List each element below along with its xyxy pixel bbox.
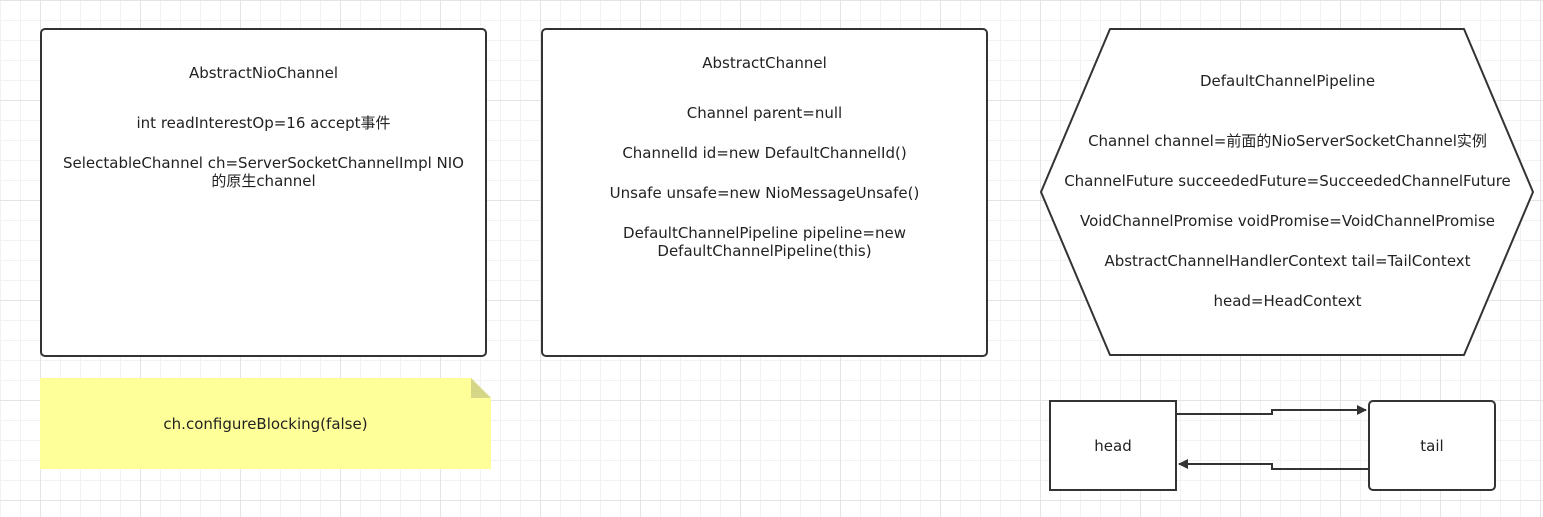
pipeline-void-promise-line: VoidChannelPromise voidPromise=VoidChann…: [1079, 212, 1496, 230]
default-channel-pipeline-hexagon[interactable]: DefaultChannelPipeline Channel channel=前…: [1040, 28, 1535, 356]
note-shape: [40, 378, 491, 469]
tail-node[interactable]: tail: [1368, 400, 1496, 491]
head-node[interactable]: head: [1049, 400, 1177, 491]
abstract-channel-title: AbstractChannel: [702, 54, 827, 72]
head-to-tail-arrow[interactable]: [1177, 405, 1367, 415]
abstract-nio-channel-box[interactable]: AbstractNioChannel int readInterestOp=16…: [40, 28, 487, 357]
channel-id-line: ChannelId id=new DefaultChannelId(): [622, 144, 907, 162]
pipeline-title: DefaultChannelPipeline: [1199, 72, 1376, 90]
hexagon-shape: [1040, 28, 1534, 356]
pipeline-tail-line: AbstractChannelHandlerContext tail=TailC…: [1104, 252, 1471, 270]
pipeline-line: DefaultChannelPipeline pipeline=new Defa…: [623, 224, 906, 260]
channel-parent-line: Channel parent=null: [686, 104, 843, 122]
unsafe-line: Unsafe unsafe=new NioMessageUnsafe(): [609, 184, 920, 202]
abstract-channel-box[interactable]: AbstractChannel Channel parent=null Chan…: [541, 28, 988, 357]
selectable-channel-line: SelectableChannel ch=ServerSocketChannel…: [63, 154, 464, 190]
configure-blocking-note[interactable]: ch.configureBlocking(false): [40, 378, 491, 469]
note-text: ch.configureBlocking(false): [163, 414, 368, 433]
read-interest-op-line: int readInterestOp=16 accept事件: [136, 114, 391, 132]
tail-to-head-arrow[interactable]: [1178, 459, 1368, 470]
pipeline-succeeded-future-line: ChannelFuture succeededFuture=SucceededC…: [1064, 172, 1511, 190]
pipeline-channel-line: Channel channel=前面的NioServerSocketChanne…: [1088, 132, 1487, 150]
abstract-nio-channel-title: AbstractNioChannel: [188, 64, 339, 82]
pipeline-head-line: head=HeadContext: [1213, 292, 1362, 310]
